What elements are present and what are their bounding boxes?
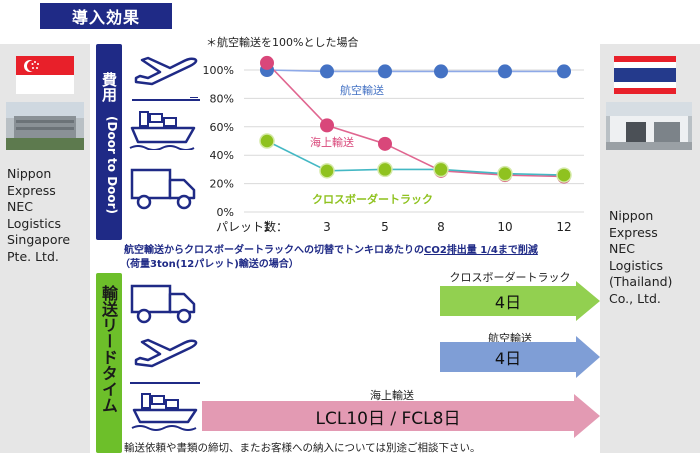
data-point-truck bbox=[377, 161, 393, 178]
data-point-truck bbox=[319, 163, 335, 179]
y-tick-label: 20% bbox=[210, 178, 234, 191]
leadtime-label-truck: クロスボーダートラック bbox=[449, 271, 571, 284]
header-title: 導入効果 bbox=[71, 8, 140, 27]
leadtime-arrow-air bbox=[440, 336, 600, 378]
x-tick-label: 1 bbox=[263, 220, 271, 234]
series-line-sea bbox=[266, 62, 565, 178]
leadtime-value-truck: 4日 bbox=[494, 293, 522, 312]
airplane-ground-line-leadtime bbox=[130, 382, 200, 384]
data-point-truck bbox=[259, 133, 275, 149]
data-point-air bbox=[557, 64, 571, 79]
x-tick-label: 3 bbox=[323, 220, 331, 234]
header-tab: 導入効果 bbox=[40, 3, 172, 29]
airplane-ground-line bbox=[132, 99, 200, 101]
condition-note: （荷量3ton(12パレット)輸送の場合） bbox=[120, 259, 299, 270]
series-line-truck bbox=[266, 140, 565, 176]
series-line-air bbox=[266, 69, 564, 73]
x-tick-label: 5 bbox=[381, 220, 389, 234]
co2-note-highlight: CO2排出量 1/4まで削減 bbox=[424, 245, 538, 256]
cost-section-sublabel: (Door to Door) bbox=[105, 116, 119, 215]
x-tick-label: 8 bbox=[437, 220, 445, 234]
thailand-flag-icon bbox=[614, 56, 676, 94]
truck-icon bbox=[130, 168, 196, 210]
data-point-sea bbox=[378, 136, 392, 151]
data-point-truck bbox=[433, 161, 449, 178]
leadtime-arrow-truck bbox=[440, 281, 600, 321]
y-tick-label: 60% bbox=[210, 121, 234, 134]
x-axis-title: パレット数： bbox=[216, 219, 288, 234]
lead-time-section-label: 輸送リードタイム bbox=[99, 285, 118, 413]
leadtime-value-air: 4日 bbox=[494, 349, 522, 368]
truck-icon-leadtime bbox=[130, 284, 196, 324]
airplane-icon bbox=[134, 56, 198, 98]
co2-note: 航空輸送からクロスボーダートラックへの切替でトンキロあたりのCO2排出量 1/4… bbox=[124, 241, 538, 256]
cost-chart: ＊航空輸送を100%とした場合 100% 80% 60% 40% 20% 0% 1 3 5 8 1… bbox=[203, 35, 584, 234]
airplane-icon-leadtime bbox=[134, 338, 198, 368]
y-tick-label: 80% bbox=[210, 92, 234, 105]
cost-section-bar: 費用 (Door to Door) bbox=[96, 44, 122, 240]
leadtime-arrow-sea bbox=[202, 394, 600, 438]
data-point-truck bbox=[497, 165, 513, 182]
leadtime-label-air: 航空輸送 bbox=[488, 332, 532, 345]
x-tick-label: 10 bbox=[497, 220, 512, 234]
data-point-air bbox=[434, 64, 448, 79]
lead-time-section-bar: 輸送リードタイム bbox=[96, 273, 122, 453]
series-label-air: 航空輸送 bbox=[340, 83, 384, 97]
leadtime-label-sea: 海上輸送 bbox=[370, 389, 414, 402]
data-point-air bbox=[498, 64, 512, 79]
ship-icon-leadtime bbox=[131, 393, 198, 431]
data-point-air bbox=[378, 64, 392, 79]
series-label-truck: クロスボーダートラック bbox=[312, 192, 433, 206]
footer-note: 輸送依頼や書類の締切、またお客様への納入については別途ご相談下さい。 bbox=[124, 442, 481, 454]
y-tick-label: 0% bbox=[217, 206, 234, 219]
data-point-truck bbox=[556, 167, 572, 183]
leadtime-value-sea: LCL10日 / FCL8日 bbox=[315, 408, 461, 429]
building-photo-singapore bbox=[6, 102, 84, 150]
data-point-sea bbox=[260, 55, 274, 70]
building-photo-thailand bbox=[606, 102, 692, 150]
x-tick-label: 12 bbox=[556, 220, 571, 234]
cost-section-label: 費用 bbox=[100, 72, 118, 102]
data-point-sea bbox=[320, 118, 334, 133]
y-tick-label: 40% bbox=[210, 149, 234, 162]
series-label-sea: 海上輸送 bbox=[310, 135, 354, 149]
data-point-air bbox=[320, 64, 334, 79]
singapore-flag-icon bbox=[16, 56, 74, 94]
ship-icon bbox=[129, 111, 196, 150]
co2-note-text: 航空輸送からクロスボーダートラックへの切替でトンキロあたりの bbox=[124, 245, 424, 256]
chart-note: ＊航空輸送を100%とした場合 bbox=[206, 35, 358, 49]
y-tick-label: 100% bbox=[203, 64, 234, 77]
